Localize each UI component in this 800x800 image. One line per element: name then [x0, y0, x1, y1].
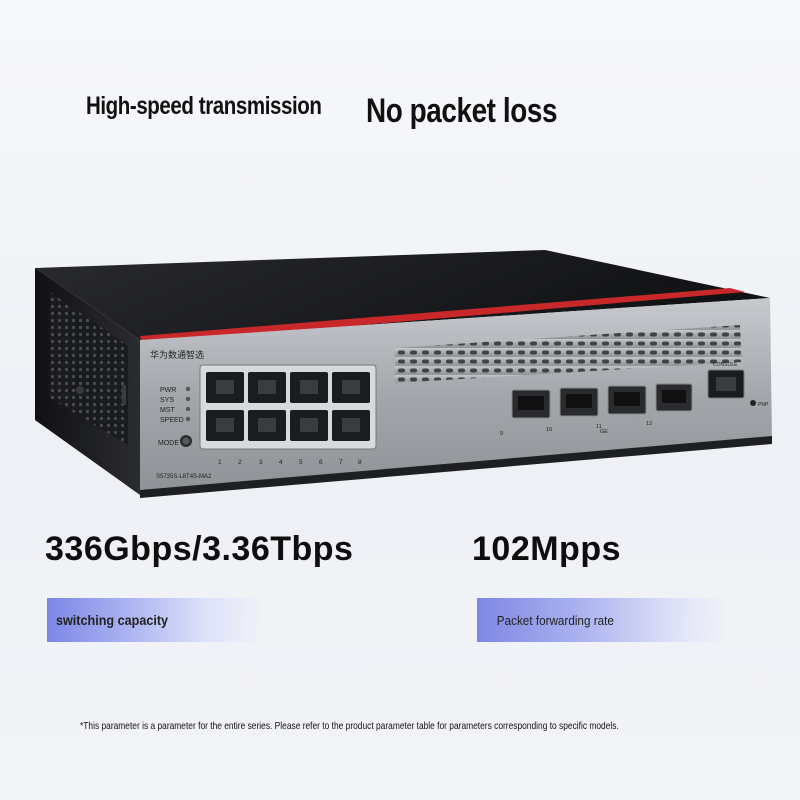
- sfp-group-label: GE: [600, 429, 608, 435]
- port-number-6: 6: [319, 459, 323, 466]
- console-port: CONSOLE PNP: [707, 362, 769, 408]
- sfp-number-10: 10: [546, 427, 552, 433]
- pnp-button: [750, 400, 756, 406]
- pnp-label: PNP: [758, 402, 769, 408]
- mode-label: MODE: [158, 440, 179, 447]
- led-label-mst: MST: [160, 407, 176, 414]
- footnote: *This parameter is a parameter for the e…: [80, 720, 619, 732]
- port-number-5: 5: [299, 459, 303, 466]
- port-number-7: 7: [339, 459, 343, 466]
- packet-forwarding-label: Packet forwarding rate: [496, 613, 614, 628]
- port-number-4: 4: [279, 459, 283, 466]
- led-label-pwr: PWR: [160, 387, 176, 394]
- packet-forwarding-value: 102Mpps: [472, 530, 621, 568]
- led-label-speed: SPEED: [160, 417, 184, 424]
- switching-capacity-label: switching capacity: [56, 612, 169, 628]
- switching-capacity-value: 336Gbps/3.36Tbps: [45, 530, 354, 568]
- headline-no-packet-loss: No packet loss: [366, 92, 558, 130]
- switching-capacity-tag: switching capacity: [47, 598, 262, 642]
- chassis-top: [35, 250, 770, 340]
- port-number-8: 8: [358, 459, 362, 466]
- led-label-sys: SYS: [160, 397, 174, 404]
- port-number-2: 2: [238, 459, 242, 466]
- rj45-port-block: 1 2 3 4 5 6 7 8 S5735S-L8T4S-MA2: [156, 364, 377, 480]
- led-group: PWR SYS MST SPEED MODE: [158, 386, 192, 447]
- model-label: S5735S-L8T4S-MA2: [156, 474, 212, 480]
- console-label: CONSOLE: [713, 362, 738, 368]
- network-switch-image: 华为数通智选 PWR SYS MST SPEED MODE: [35, 250, 772, 498]
- sfp-number-12: 12: [646, 421, 652, 427]
- headline-high-speed: High-speed transmission: [86, 92, 322, 120]
- port-number-3: 3: [259, 459, 263, 466]
- sfp-number-9: 9: [500, 431, 503, 437]
- sfp-port-group: 9 10 11 12 GE: [500, 383, 693, 437]
- brand-label: 华为数通智选: [150, 349, 204, 361]
- packet-forwarding-tag: Packet forwarding rate: [477, 598, 727, 642]
- sfp-number-11: 11: [596, 424, 602, 430]
- port-number-1: 1: [218, 459, 222, 466]
